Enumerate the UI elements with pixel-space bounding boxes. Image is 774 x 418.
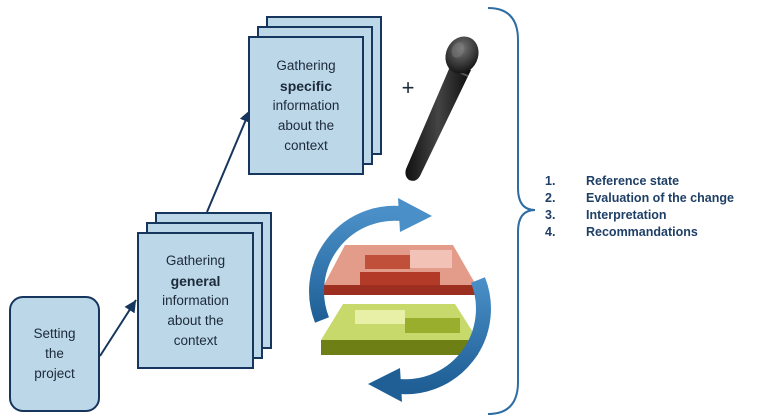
step-item: 2. Evaluation of the change xyxy=(545,190,774,207)
plus-sign: + xyxy=(401,75,415,100)
box-text: Gathering xyxy=(276,57,336,73)
box-text: Gathering xyxy=(165,252,226,268)
setting-project-box: Setting the project xyxy=(9,296,100,412)
box-text: about the xyxy=(277,117,335,133)
step-item: 1. Reference state xyxy=(545,173,774,190)
step-label: Evaluation of the change xyxy=(586,191,734,205)
box-text: context xyxy=(173,332,218,348)
box-text: about the xyxy=(167,312,224,328)
step-number: 3. xyxy=(545,208,556,222)
step-number: 4. xyxy=(545,225,556,239)
connector-general-to-specific xyxy=(206,109,251,213)
step-label: Reference state xyxy=(586,174,680,188)
box-text: information xyxy=(272,97,340,113)
specific-information-box: Gathering specific information about the… xyxy=(248,36,364,175)
step-item: 4. Recommandations xyxy=(545,224,774,241)
step-number: 1. xyxy=(545,174,556,188)
step-number: 2. xyxy=(545,191,556,205)
box-text: context xyxy=(284,137,328,153)
box-keyword: general xyxy=(170,272,221,289)
microphone-icon xyxy=(405,36,479,181)
box-text: information xyxy=(162,292,229,308)
step-item: 3. Interpretation xyxy=(545,207,774,224)
cycle-arrows-icon xyxy=(309,198,491,402)
general-information-box: Gathering general information about the … xyxy=(137,232,254,369)
step-label: Recommandations xyxy=(586,225,698,239)
step-label: Interpretation xyxy=(586,208,667,222)
steps-list: 1. Reference state 2. Evaluation of the … xyxy=(545,173,774,241)
box-text: project xyxy=(34,366,75,381)
connector-setting-to-general xyxy=(99,299,137,357)
right-brace xyxy=(487,7,536,415)
box-text: the xyxy=(45,346,64,361)
box-text: Setting xyxy=(33,326,76,341)
box-keyword: specific xyxy=(279,77,333,94)
